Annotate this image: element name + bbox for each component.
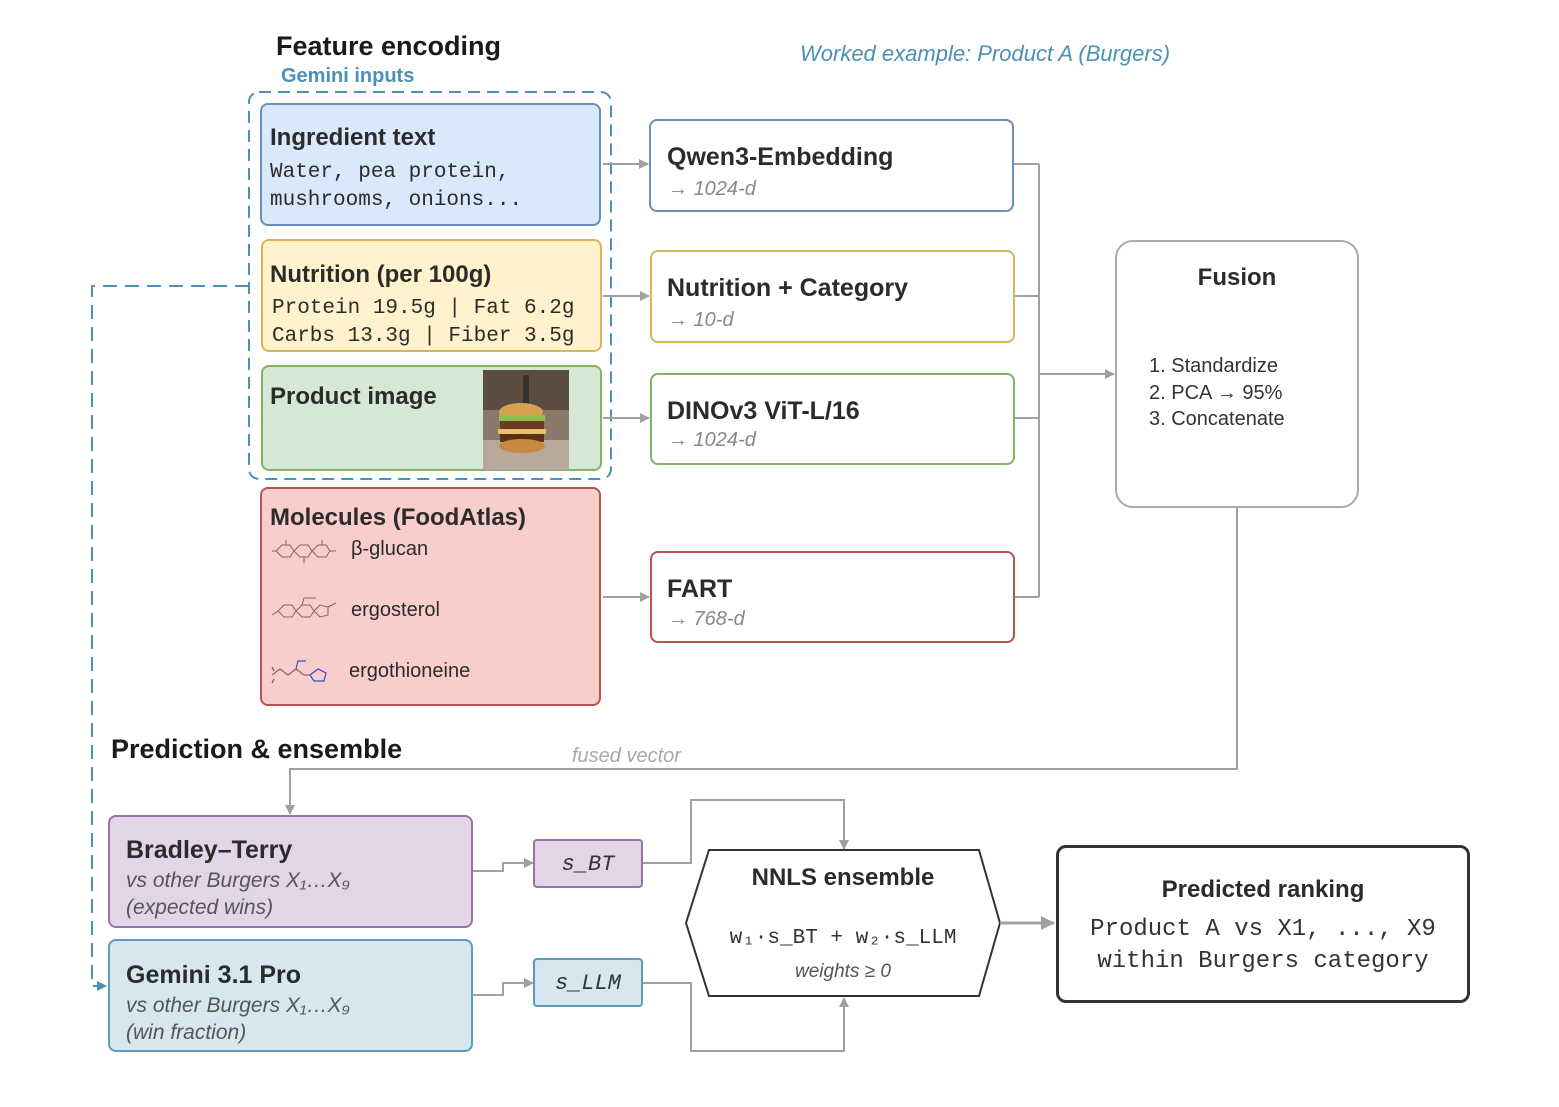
gemini-box: Gemini 3.1 Pro vs other Burgers X₁…X₉ (w…	[108, 939, 473, 1052]
nnls-ensemble-formula: w₁·s_BT + w₂·s_LLM	[729, 927, 957, 950]
predicted-ranking-box: Predicted ranking Product A vs X1, ..., …	[1056, 845, 1470, 1003]
fart-box: FART → 768-d	[650, 551, 1015, 643]
nutrition-box: Nutrition (per 100g) Protein 19.5g | Fat…	[261, 239, 602, 352]
bradley-terry-line-2: (expected wins)	[126, 896, 274, 919]
gemini-title: Gemini 3.1 Pro	[126, 961, 302, 989]
fusion-box: Fusion 1. Standardize 2. PCA → 95% 3. Co…	[1115, 240, 1359, 508]
predicted-ranking-title: Predicted ranking	[1161, 876, 1365, 903]
qwen-embedding-title: Qwen3-Embedding	[667, 143, 894, 171]
gemini-line-1: vs other Burgers X₁…X₉	[126, 994, 350, 1017]
beta-glucan-structure-icon	[272, 540, 336, 563]
molecules-title: Molecules (FoodAtlas)	[270, 504, 527, 531]
molecule-ergothioneine: ergothioneine	[349, 660, 471, 682]
nutrition-category-title: Nutrition + Category	[667, 274, 908, 302]
nutrition-line-2: Carbs 13.3g | Fiber 3.5g	[272, 325, 575, 348]
ergosterol-structure-icon	[271, 597, 337, 618]
dino-box: DINOv3 ViT-L/16 → 1024-d	[650, 373, 1015, 465]
fart-title: FART	[667, 575, 733, 603]
dino-dim: → 1024-d	[668, 429, 756, 451]
arrow-sllm-to-ensemble	[643, 982, 849, 1052]
ingredient-text-box: Ingredient text Water, pea protein, mush…	[260, 103, 601, 226]
fart-dim: → 768-d	[668, 608, 745, 630]
worked-example-label: Worked example: Product A (Burgers)	[800, 41, 1171, 66]
ingredient-text-line-2: mushrooms, onions...	[270, 189, 523, 212]
qwen-embedding-dim: → 1024-d	[668, 178, 756, 200]
nutrition-line-1: Protein 19.5g | Fat 6.2g	[272, 297, 575, 320]
gemini-inputs-label: Gemini inputs	[281, 65, 415, 87]
fusion-step-3: 3. Concatenate	[1149, 408, 1285, 430]
gemini-line-2: (win fraction)	[126, 1021, 247, 1044]
ergothioneine-structure-icon	[271, 660, 327, 684]
predicted-ranking-line-2: within Burgers category	[1097, 948, 1429, 975]
bus-encoders	[1014, 163, 1040, 598]
burger-photo	[483, 370, 569, 470]
bradley-terry-line-1: vs other Burgers X₁…X₉	[126, 869, 350, 892]
predicted-ranking-line-1: Product A vs X1, ..., X9	[1090, 916, 1436, 943]
molecule-beta-glucan: β-glucan	[351, 538, 429, 560]
nutrition-category-dim: → 10-d	[668, 309, 734, 331]
fusion-step-2: 2. PCA → 95%	[1149, 382, 1283, 404]
bradley-terry-title: Bradley–Terry	[126, 836, 293, 864]
arrow-gemini-to-score	[473, 978, 534, 996]
nutrition-title: Nutrition (per 100g)	[270, 261, 492, 288]
arrow-bt-to-score	[473, 858, 534, 872]
molecules-box: Molecules (FoodAtlas) β-glucan ergostero…	[260, 487, 601, 706]
molecule-ergosterol: ergosterol	[351, 599, 440, 621]
nutrition-category-box: Nutrition + Category → 10-d	[650, 250, 1015, 343]
nnls-ensemble-shape	[684, 849, 1002, 997]
product-image-title: Product image	[270, 383, 437, 410]
prediction-heading: Prediction & ensemble	[111, 734, 403, 764]
ingredient-text-title: Ingredient text	[270, 124, 436, 151]
s-bt-label: s_BT	[561, 852, 615, 877]
fusion-step-1: 1. Standardize	[1149, 355, 1278, 377]
feature-encoding-heading: Feature encoding	[276, 31, 502, 61]
s-bt-box: s_BT	[533, 839, 643, 888]
ingredient-text-line-1: Water, pea protein,	[270, 161, 510, 184]
qwen-embedding-box: Qwen3-Embedding → 1024-d	[649, 119, 1014, 212]
product-image-box: Product image	[261, 365, 602, 471]
nnls-ensemble-title: NNLS ensemble	[751, 864, 935, 891]
bradley-terry-box: Bradley–Terry vs other Burgers X₁…X₉ (ex…	[108, 815, 473, 928]
fused-vector-label: fused vector	[572, 745, 681, 767]
nnls-ensemble-constraint: weights ≥ 0	[795, 961, 891, 982]
arrow-gemini-inputs	[91, 285, 249, 991]
fusion-title: Fusion	[1197, 264, 1277, 291]
arrow-sbt-to-ensemble	[643, 799, 849, 864]
dino-title: DINOv3 ViT-L/16	[667, 397, 860, 425]
arrow-fused-vector	[285, 507, 1238, 815]
s-llm-box: s_LLM	[533, 958, 643, 1007]
s-llm-label: s_LLM	[554, 971, 621, 996]
